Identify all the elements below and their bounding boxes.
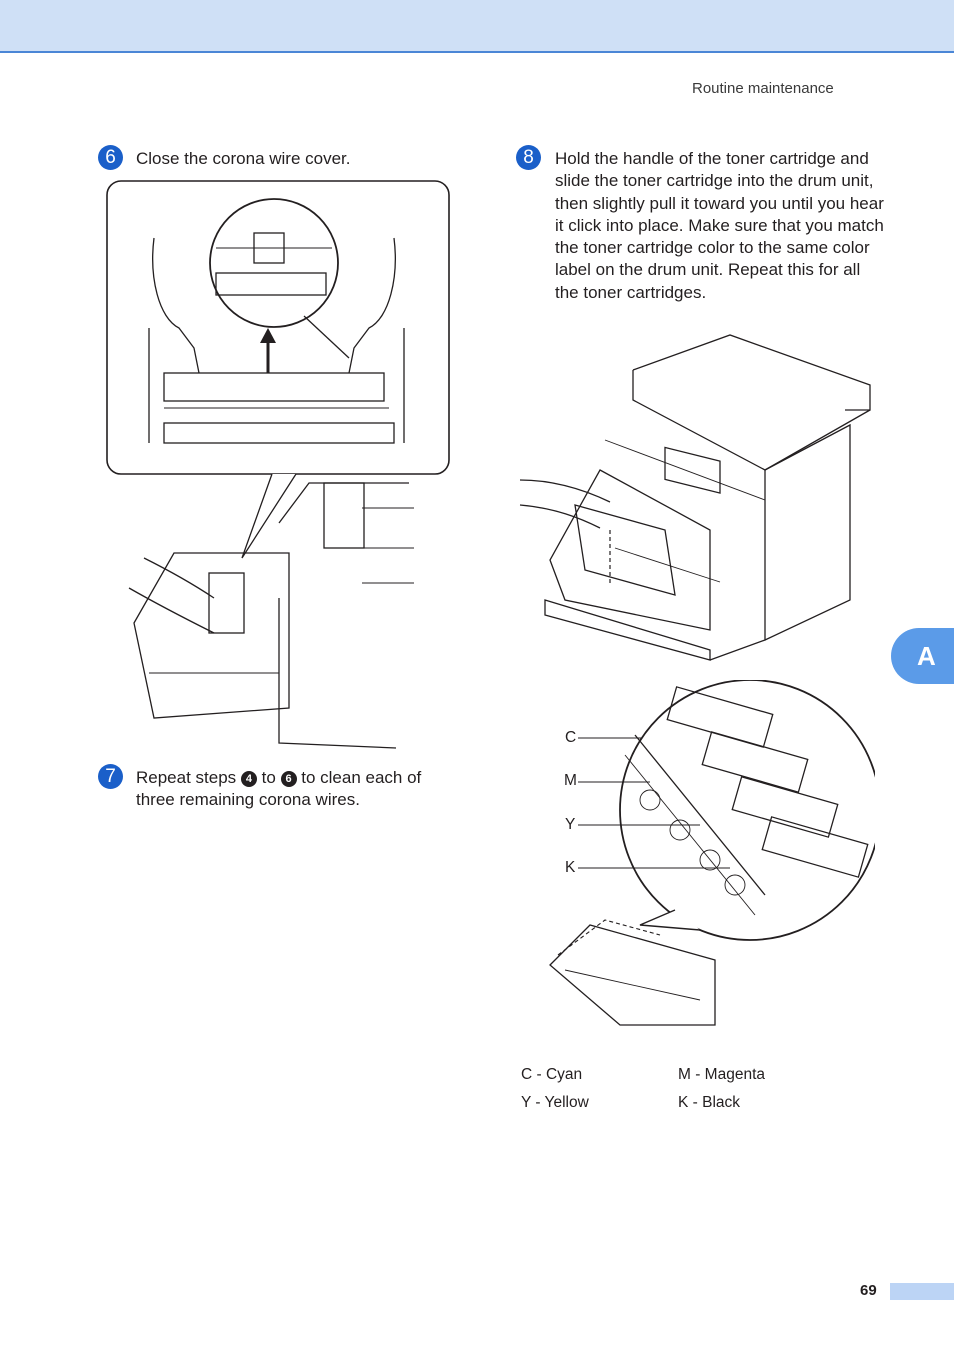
step-7-text-after: to clean each of three remaining corona … [136, 768, 422, 810]
step-6-text: Close the corona wire cover. [136, 149, 351, 168]
step-8-badge: 8 [516, 145, 541, 170]
callout-k: K [565, 859, 576, 876]
step-7-text-middle: to [256, 768, 281, 787]
legend-yellow: Y - Yellow [521, 1094, 589, 1111]
legend-cyan: C - Cyan [521, 1066, 583, 1083]
callout-m: M [564, 772, 577, 789]
cmyk-cartridge-illustration [549, 680, 875, 1026]
header-band [0, 0, 954, 53]
printer-toner-illustration [519, 334, 871, 661]
section-title: Routine maintenance [692, 80, 834, 97]
step-7-badge: 7 [98, 764, 123, 789]
appendix-tab[interactable]: A [891, 628, 954, 684]
step-6-badge: 6 [98, 145, 123, 170]
footer-bar [890, 1283, 954, 1300]
callout-c: C [565, 729, 577, 746]
callout-y: Y [565, 816, 576, 833]
step-ref-4: 4 [240, 771, 257, 787]
legend-black: K - Black [678, 1094, 741, 1111]
step-ref-6: 6 [280, 771, 297, 787]
corona-cover-illustration [106, 180, 450, 749]
step-7-text-before: Repeat steps [136, 768, 241, 787]
legend-magenta: M - Magenta [678, 1066, 766, 1083]
step-8-text: Hold the handle of the toner cartridge a… [555, 149, 884, 302]
step-7-text: Repeat steps 4 to 6 to clean each of thr… [136, 767, 458, 812]
page-number: 69 [860, 1282, 877, 1299]
